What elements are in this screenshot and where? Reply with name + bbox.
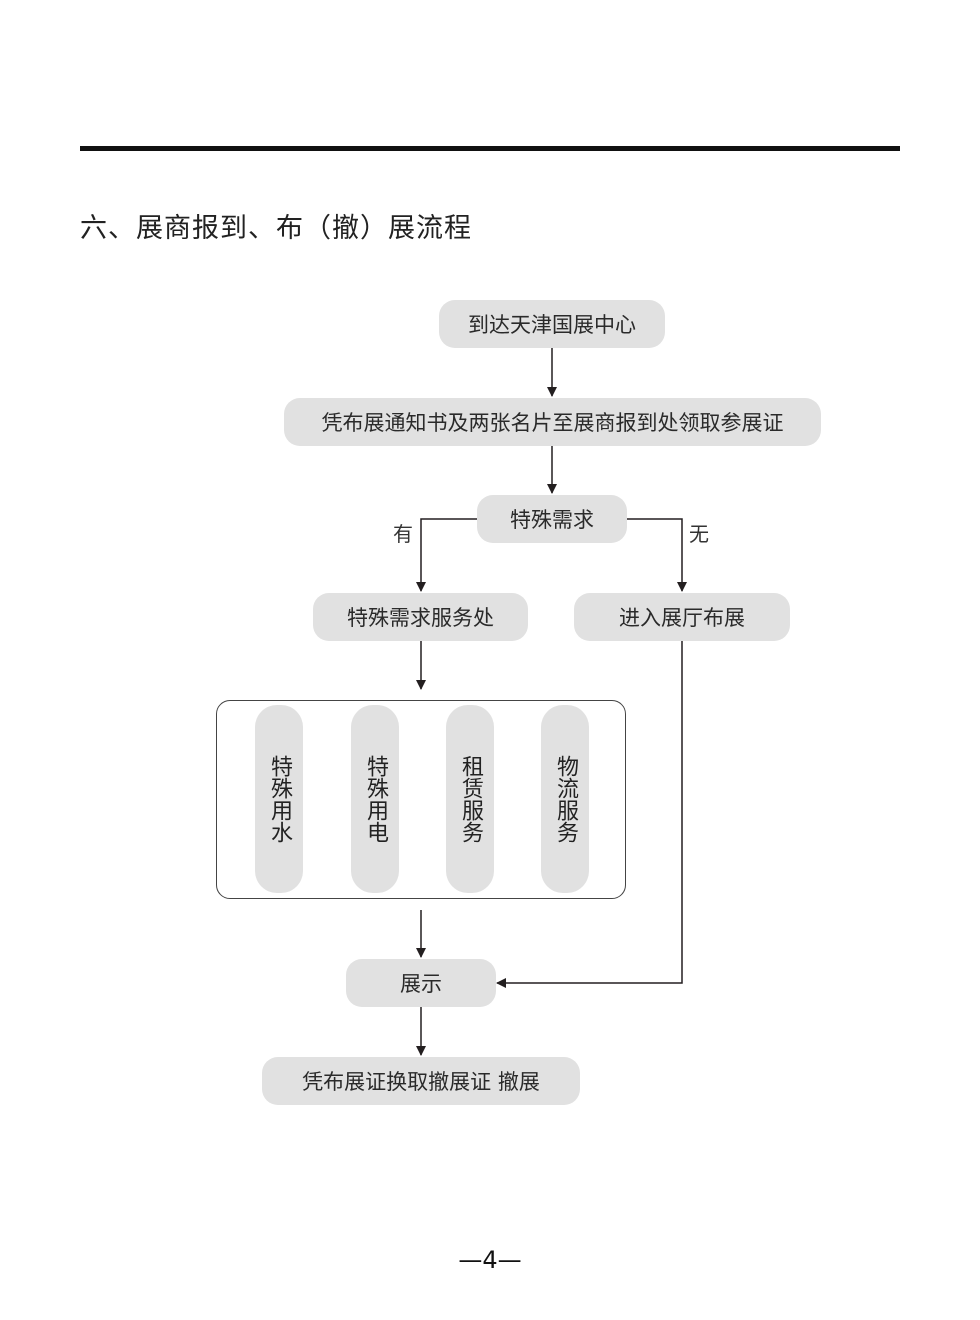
service-logistics: 物流服务 (541, 705, 589, 893)
arrow-needs-no (626, 518, 687, 592)
node-register: 凭布展通知书及两张名片至展商报到处领取参展证 (284, 398, 821, 446)
node-arrive: 到达天津国展中心 (439, 300, 665, 348)
service-water: 特殊用水 (255, 705, 303, 893)
branch-no-label: 无 (689, 522, 709, 546)
node-enter-hall: 进入展厅布展 (574, 593, 790, 641)
arrow-hall-exhibit (496, 641, 683, 988)
node-special-service: 特殊需求服务处 (313, 593, 528, 641)
service-electricity: 特殊用电 (351, 705, 399, 893)
services-group (216, 700, 626, 899)
section-heading: 六、展商报到、布（撤）展流程 (80, 213, 472, 244)
arrow-needs-yes (416, 518, 478, 592)
top-rule (80, 146, 900, 151)
node-special-needs: 特殊需求 (477, 495, 627, 543)
node-exhibit: 展示 (346, 959, 496, 1007)
service-rental: 租赁服务 (446, 705, 494, 893)
node-dismantle: 凭布展证换取撤展证 撤展 (262, 1057, 580, 1105)
branch-yes-label: 有 (393, 522, 413, 546)
page-number: —4— (458, 1246, 522, 1274)
